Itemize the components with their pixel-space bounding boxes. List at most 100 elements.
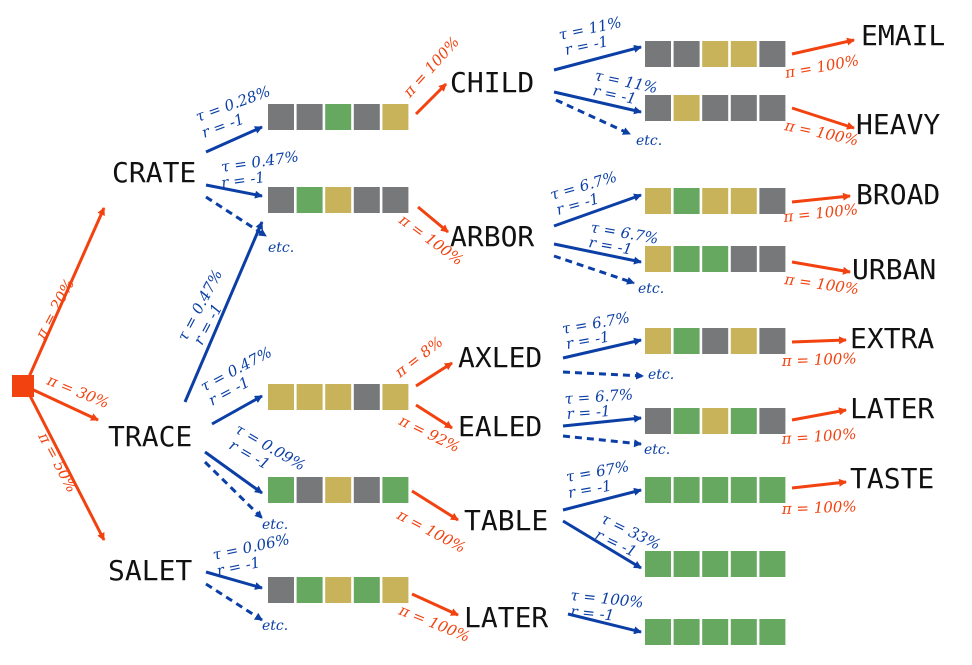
policy-arrow	[791, 37, 855, 56]
feedback-tile-green	[759, 477, 786, 503]
feedback-tile-yellow	[702, 188, 729, 214]
word-crate: CRATE	[112, 156, 196, 189]
label-later-1-r: r = -1	[570, 602, 616, 624]
feedback-tile-gray	[268, 577, 294, 603]
feedback-tile-yellow	[382, 104, 409, 130]
transition-arrow	[562, 519, 642, 570]
feedback-tile-yellow	[296, 384, 323, 410]
label-to-axled: π = 8%	[391, 333, 447, 382]
policy-arrow	[417, 205, 449, 234]
feedback-tile-yellow	[730, 328, 757, 354]
feedback-tile-green	[759, 551, 786, 577]
word-trace: TRACE	[108, 420, 192, 453]
feedback-row-later-1	[645, 619, 786, 645]
transition-arrow	[562, 487, 642, 512]
transition-arrow	[567, 612, 642, 635]
policy-arrow	[23, 385, 106, 541]
etc-label-salet: etc.	[262, 618, 288, 634]
feedback-tile-green	[702, 477, 729, 503]
feedback-row-child-2	[645, 95, 786, 121]
feedback-tile-yellow	[645, 246, 671, 272]
word-email: EMAIL	[861, 19, 945, 52]
feedback-tile-yellow	[325, 187, 352, 213]
feedback-row-table-1	[645, 477, 786, 503]
label-to-broad: π = 100%	[782, 200, 859, 226]
feedback-row-arbor-2	[645, 246, 786, 272]
feedback-tile-gray	[702, 328, 729, 354]
feedback-tile-green	[353, 577, 380, 603]
feedback-tile-green	[268, 477, 294, 503]
policy-arrow	[791, 106, 855, 130]
policy-arrow	[411, 592, 459, 617]
label-to-table: π = 100%	[393, 505, 468, 557]
feedback-tile-green	[325, 104, 352, 130]
transition-arrow	[553, 90, 642, 115]
policy-arrow	[791, 336, 847, 345]
transition-arrow	[205, 183, 263, 199]
transition-arrow-dashed	[562, 370, 644, 380]
policy-arrow	[24, 384, 99, 422]
feedback-tile-yellow	[325, 384, 352, 410]
transition-arrow	[204, 450, 263, 495]
feedback-row-trace-2	[268, 477, 409, 503]
feedback-tile-yellow	[673, 95, 700, 121]
etc-label-arbor: etc.	[638, 281, 664, 297]
policy-arrow	[415, 403, 453, 430]
transition-arrow	[183, 221, 264, 403]
feedback-tile-green	[645, 477, 671, 503]
transition-arrow	[553, 242, 642, 265]
feedback-tile-gray	[759, 41, 786, 67]
word-later-2: LATER	[850, 392, 934, 425]
feedback-tile-green	[759, 619, 786, 645]
feedback-rows	[268, 41, 786, 645]
feedback-tile-green	[673, 328, 700, 354]
feedback-row-axled-1	[645, 328, 786, 354]
transition-arrow-dashed	[562, 434, 642, 448]
feedback-tile-green	[702, 551, 729, 577]
feedback-tile-gray	[353, 477, 380, 503]
transition-arrow	[205, 570, 263, 590]
feedback-tile-gray	[645, 95, 671, 121]
feedback-tile-yellow	[268, 384, 294, 410]
feedback-tile-gray	[296, 477, 323, 503]
label-to-heavy: π = 100%	[782, 116, 860, 149]
label-ealed-1-r: r = -1	[566, 402, 611, 423]
feedback-row-crate-1	[268, 104, 409, 130]
policy-arrow	[791, 192, 851, 204]
transition-arrow	[211, 394, 263, 426]
feedback-tile-yellow	[382, 384, 409, 410]
label-ealed-1-tau: τ = 6.7%	[564, 385, 634, 408]
label-root-crate: π = 20%	[31, 276, 78, 343]
feedback-tile-green	[296, 577, 323, 603]
feedback-tile-gray	[353, 384, 380, 410]
etc-label-trace: etc.	[262, 517, 288, 533]
policy-arrow	[791, 407, 847, 422]
feedback-tile-gray	[673, 41, 700, 67]
feedback-row-ealed-1	[645, 408, 786, 434]
feedback-tile-yellow	[730, 188, 757, 214]
word-extra: EXTRA	[850, 322, 934, 355]
label-to-later-2: π = 100%	[780, 425, 857, 448]
feedback-tile-green	[730, 477, 757, 503]
word-taste: TASTE	[850, 462, 934, 495]
policy-arrow	[415, 361, 453, 388]
feedback-tile-green	[673, 619, 700, 645]
word-salet: SALET	[108, 554, 192, 587]
transition-arrow-dashed	[203, 460, 264, 520]
label-to-ealed: π = 92%	[395, 411, 462, 456]
transition-arrow	[553, 44, 642, 72]
feedback-tile-green	[296, 187, 323, 213]
feedback-tile-gray	[268, 187, 294, 213]
feedback-tile-gray	[645, 408, 671, 434]
label-crate-2-r: r = -1	[220, 168, 266, 192]
feedback-tile-yellow	[702, 408, 729, 434]
policy-arrow	[414, 82, 448, 116]
feedback-tile-green	[645, 619, 671, 645]
feedback-tile-gray	[759, 408, 786, 434]
word-table: TABLE	[464, 504, 548, 537]
label-to-email: π = 100%	[783, 51, 861, 82]
etc-label-crate: etc.	[268, 240, 294, 256]
feedback-tile-green	[702, 619, 729, 645]
label-to-taste: π = 100%	[781, 497, 857, 518]
feedback-row-table-2	[645, 551, 786, 577]
